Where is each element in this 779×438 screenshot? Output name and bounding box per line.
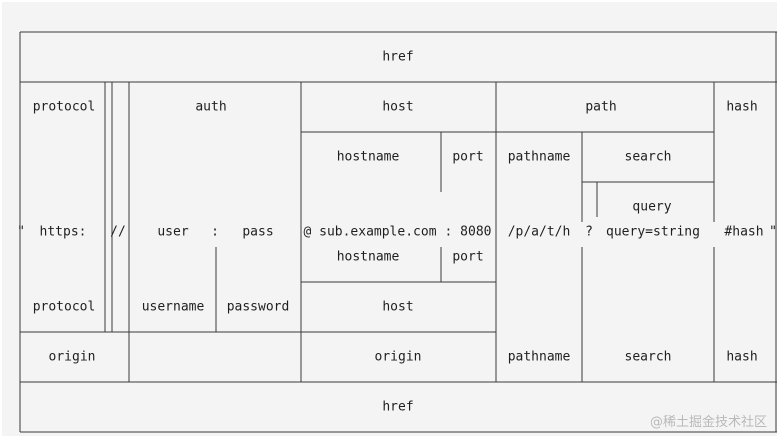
label-origin-main: origin [375, 350, 422, 365]
label-host: host [382, 100, 413, 115]
label-origin-left: origin [49, 350, 96, 365]
label-search: search [625, 150, 672, 165]
label-pathname-lower: pathname [508, 350, 571, 365]
label-port-lower: port [452, 250, 483, 265]
label-hash: hash [726, 100, 757, 115]
label-https: https: [40, 225, 87, 240]
label-slashes: // [110, 225, 126, 240]
label-hostname-lower: hostname [337, 250, 400, 265]
label-at-host: @ sub.example.com [303, 225, 436, 240]
label-password: password [227, 300, 290, 315]
label-search-lower: search [625, 350, 672, 365]
label-hash-lower: hash [726, 350, 757, 365]
label-pass: pass [242, 225, 273, 240]
label-hash-value: #hash [724, 225, 763, 240]
label-pathname: pathname [508, 150, 571, 165]
label-close-quote: " [769, 225, 777, 240]
label-user: user [157, 225, 188, 240]
watermark-text: @稀土掘金技术社区 [649, 415, 767, 430]
label-colon: : [211, 225, 219, 240]
label-query-value: query=string [606, 225, 700, 240]
label-port-value: : 8080 [445, 225, 492, 240]
label-hostname: hostname [337, 150, 400, 165]
label-path-value: /p/a/t/h [508, 225, 571, 240]
label-port: port [452, 150, 483, 165]
label-path: path [585, 100, 616, 115]
label-href: href [382, 50, 413, 65]
label-protocol-lower: protocol [33, 300, 96, 315]
label-auth: auth [195, 100, 226, 115]
label-query: query [632, 200, 671, 215]
label-href-bottom: href [382, 400, 413, 415]
label-username: username [142, 300, 205, 315]
label-open-quote: " [17, 225, 25, 240]
label-host-lower: host [382, 300, 413, 315]
label-protocol: protocol [33, 100, 96, 115]
label-question-mark: ? [585, 225, 593, 240]
